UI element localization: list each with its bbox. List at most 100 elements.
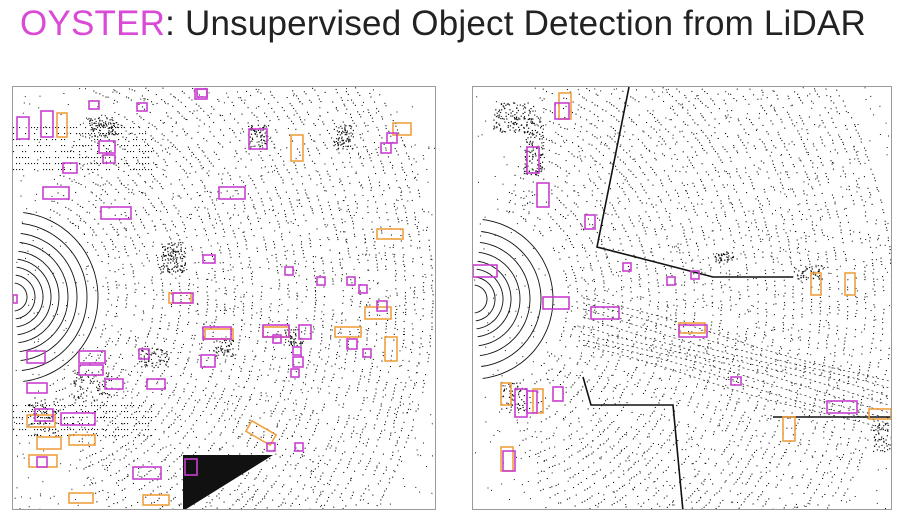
lidar-point bbox=[265, 478, 267, 480]
lidar-point bbox=[281, 413, 283, 415]
lidar-point bbox=[136, 157, 138, 159]
lidar-point bbox=[112, 454, 114, 456]
lidar-point bbox=[22, 157, 24, 159]
lidar-point bbox=[332, 278, 334, 280]
lidar-point bbox=[91, 122, 93, 124]
lidar-point bbox=[295, 498, 297, 500]
lidar-point bbox=[266, 507, 268, 509]
lidar-point bbox=[180, 101, 182, 103]
lidar-point bbox=[117, 144, 119, 146]
detection-box bbox=[26, 382, 48, 394]
lidar-point bbox=[106, 457, 108, 459]
lidar-point bbox=[412, 401, 414, 403]
lidar-point bbox=[19, 417, 21, 419]
lidar-point bbox=[253, 484, 255, 486]
lidar-point bbox=[76, 214, 78, 216]
lidar-point bbox=[70, 169, 72, 171]
lidar-point bbox=[242, 281, 244, 283]
lidar-point bbox=[333, 224, 335, 226]
lidar-point bbox=[258, 144, 260, 146]
lidar-point bbox=[405, 211, 407, 213]
lidar-point bbox=[23, 457, 25, 459]
lidar-point bbox=[294, 338, 296, 340]
lidar-point bbox=[308, 238, 310, 240]
lidar-point bbox=[273, 346, 274, 348]
lidar-point bbox=[376, 333, 378, 335]
lidar-point bbox=[182, 408, 184, 410]
lidar-point bbox=[67, 218, 69, 220]
lidar-point bbox=[111, 125, 113, 127]
lidar-point bbox=[265, 347, 267, 349]
lidar-point bbox=[151, 359, 152, 360]
lidar-point bbox=[288, 290, 290, 292]
lidar-point bbox=[179, 414, 181, 416]
lidar-point bbox=[86, 117, 88, 119]
detection-box bbox=[362, 348, 372, 358]
lidar-point bbox=[205, 406, 207, 408]
lidar-point bbox=[310, 486, 312, 488]
lidar-point bbox=[334, 274, 336, 276]
lidar-point bbox=[173, 347, 175, 349]
lidar-point bbox=[173, 389, 175, 391]
lidar-point bbox=[200, 218, 202, 220]
lidar-point bbox=[244, 408, 246, 410]
lidar-point bbox=[257, 217, 259, 219]
lidar-point bbox=[112, 122, 114, 124]
lidar-point bbox=[396, 292, 398, 294]
lidar-point bbox=[16, 163, 18, 165]
lidar-point bbox=[324, 370, 326, 372]
lidar-point bbox=[173, 270, 175, 272]
lidar-point bbox=[162, 223, 164, 225]
lidar-point bbox=[147, 425, 149, 427]
lidar-point bbox=[255, 130, 257, 132]
lidar-point bbox=[269, 154, 271, 156]
lidar-point bbox=[227, 345, 229, 347]
lidar-point bbox=[265, 246, 267, 248]
lidar-point bbox=[222, 262, 224, 264]
lidar-point bbox=[348, 253, 350, 255]
lidar-point bbox=[73, 151, 75, 153]
lidar-point bbox=[376, 505, 378, 507]
lidar-point bbox=[318, 391, 320, 393]
lidar-point bbox=[380, 499, 382, 501]
lidar-point bbox=[414, 382, 416, 384]
lidar-point bbox=[382, 169, 384, 171]
lidar-point bbox=[273, 483, 275, 485]
lidar-point bbox=[162, 246, 164, 248]
lidar-point bbox=[289, 336, 291, 338]
lidar-point bbox=[311, 387, 313, 389]
lidar-point bbox=[277, 101, 279, 103]
lidar-point bbox=[411, 323, 413, 325]
lidar-point bbox=[173, 244, 175, 246]
lidar-point bbox=[137, 161, 139, 163]
lidar-point bbox=[131, 222, 133, 224]
lidar-point bbox=[352, 133, 354, 135]
lidar-point bbox=[229, 349, 231, 351]
lidar-point bbox=[145, 381, 147, 383]
lidar-point bbox=[197, 401, 199, 403]
lidar-point bbox=[417, 454, 419, 456]
lidar-point bbox=[373, 196, 375, 198]
lidar-point bbox=[103, 135, 105, 137]
lidar-point bbox=[398, 186, 400, 188]
lidar-point bbox=[221, 490, 223, 492]
lidar-point bbox=[342, 121, 344, 123]
lidar-point bbox=[211, 445, 213, 447]
lidar-point bbox=[571, 244, 573, 246]
lidar-point bbox=[44, 402, 46, 404]
lidar-point bbox=[360, 409, 362, 411]
lidar-point bbox=[366, 250, 368, 252]
lidar-point bbox=[258, 330, 260, 332]
lidar-point bbox=[534, 225, 536, 227]
lidar-point bbox=[107, 263, 109, 265]
lidar-point bbox=[198, 105, 200, 107]
lidar-point bbox=[216, 340, 218, 342]
lidar-point bbox=[127, 381, 129, 383]
lidar-point bbox=[106, 169, 108, 171]
lidar-point bbox=[375, 201, 377, 203]
lidar-point bbox=[370, 368, 372, 370]
lidar-point bbox=[94, 163, 96, 165]
lidar-point bbox=[418, 363, 420, 365]
lidar-point bbox=[259, 132, 261, 134]
lidar-point bbox=[99, 198, 101, 200]
